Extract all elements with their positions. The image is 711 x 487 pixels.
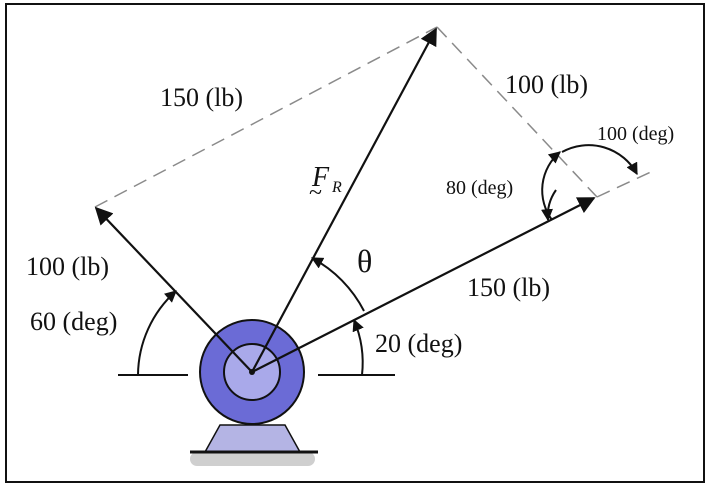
angle-arc-20	[352, 318, 364, 376]
label-theta: θ	[357, 243, 372, 279]
label-100deg: 100 (deg)	[597, 123, 674, 145]
label-resultant: F R ~	[309, 162, 342, 206]
angle-arc-80	[541, 151, 561, 221]
label-60deg: 60 (deg)	[30, 307, 117, 336]
label-150lb-right: 150 (lb)	[467, 273, 550, 302]
figure-border	[5, 3, 705, 483]
label-resultant-F: F	[311, 162, 330, 193]
angle-arc-100	[561, 144, 638, 176]
label-80deg: 80 (deg)	[446, 177, 513, 199]
label-100lb-diagonal: 100 (lb)	[505, 70, 588, 99]
label-150lb-diagonal: 150 (lb)	[160, 83, 243, 112]
label-resultant-sub: R	[331, 179, 342, 196]
angle-arc-60	[137, 290, 177, 376]
label-20deg: 20 (deg)	[375, 329, 462, 358]
label-resultant-tilde: ~	[309, 180, 322, 206]
dashed-top-right	[436, 26, 598, 198]
resultant-vector	[251, 27, 437, 373]
angle-arc-80-start	[541, 189, 557, 222]
angle-arc-theta	[310, 257, 365, 312]
dashed-top-left	[94, 26, 438, 208]
stand	[203, 424, 302, 453]
label-100lb-left: 100 (lb)	[26, 252, 109, 281]
force-vector-150lb	[251, 197, 596, 373]
force-vector-100lb	[94, 206, 253, 373]
dashed-extension	[596, 169, 656, 198]
ground-shadow	[190, 452, 315, 466]
